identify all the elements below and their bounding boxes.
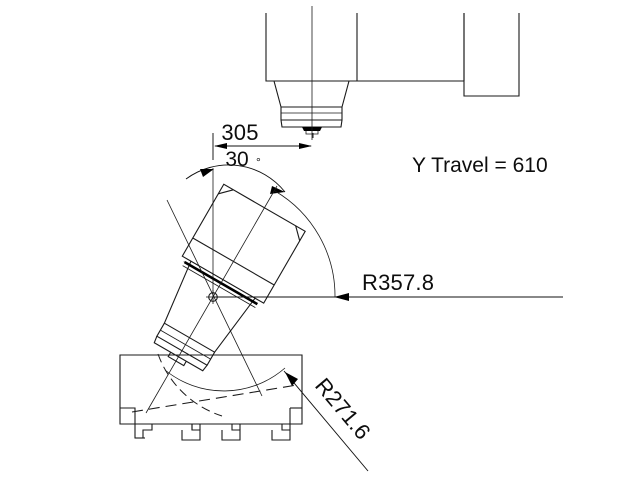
degree-symbol: ° (256, 155, 261, 169)
tilted-centerline (145, 185, 278, 414)
radius-357-label: R357.8 (362, 270, 434, 295)
leader-r271 (283, 370, 369, 472)
dimension-305 (212, 133, 314, 160)
radius-271-label: R271.6 (310, 373, 376, 444)
vertical-spindle-head (265, 13, 520, 97)
swing-arc-r271 (131, 353, 298, 417)
leader-r357 (213, 293, 563, 301)
machine-table (119, 354, 303, 425)
dimension-305-label: 305 (221, 120, 258, 145)
column-box (463, 13, 520, 97)
tilted-centerline-secondary (166, 199, 263, 397)
dimension-30-label: 30 (225, 148, 248, 171)
spindle-nose (273, 80, 350, 128)
swing-arc-r357 (274, 190, 336, 298)
table-t-slots (134, 423, 291, 441)
